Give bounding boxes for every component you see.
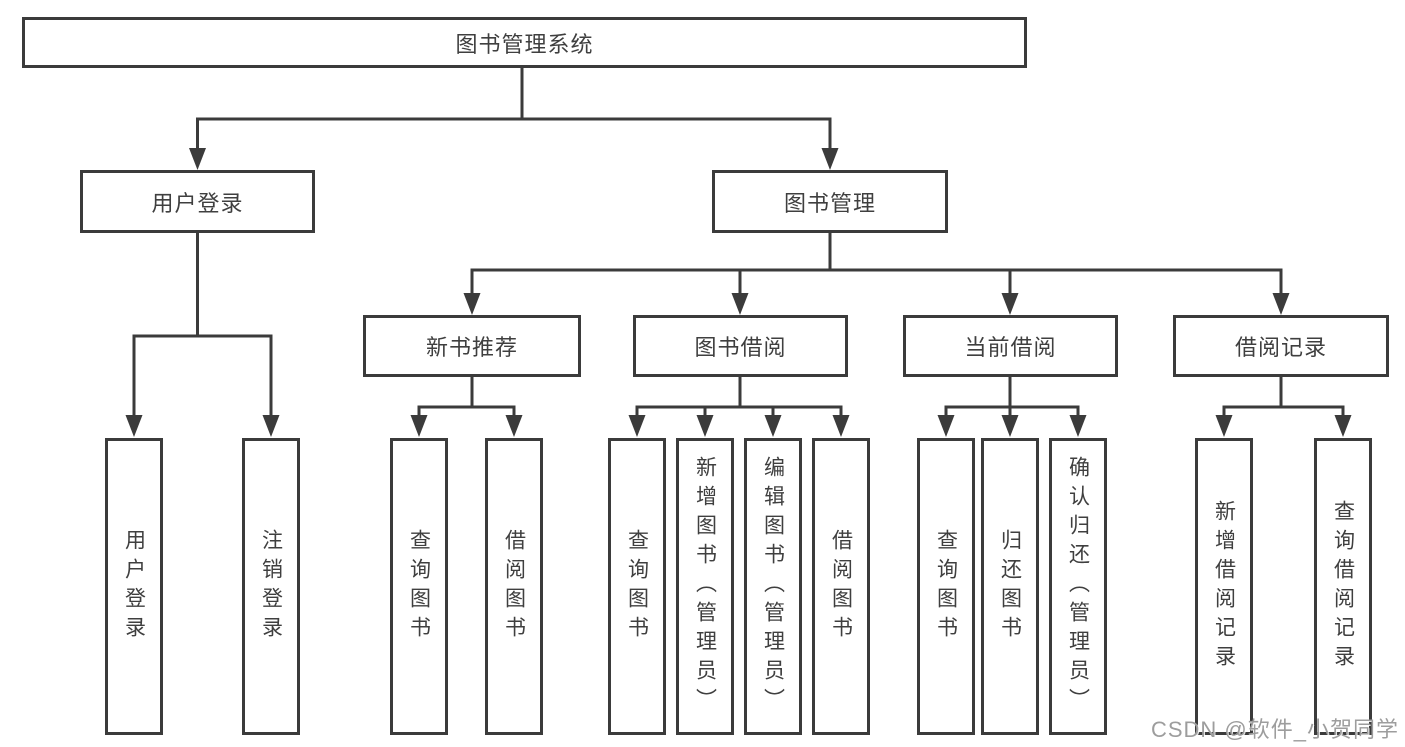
leaf-confirm-return-admin: 确认归还（管理员） <box>1049 438 1107 735</box>
leaf-borrow-books-recommend: 借阅图书 <box>485 438 543 735</box>
node-book-borrow: 图书借阅 <box>633 315 848 377</box>
leaf-query-borrow-record-label: 查询借阅记录 <box>1331 499 1355 674</box>
node-root: 图书管理系统 <box>22 17 1027 68</box>
node-book-management: 图书管理 <box>712 170 948 233</box>
node-new-book-recommend: 新书推荐 <box>363 315 581 377</box>
leaf-return-book-label: 归还图书 <box>998 528 1022 645</box>
leaf-user-login-label: 用户登录 <box>122 528 146 645</box>
leaf-edit-book-admin: 编辑图书（管理员） <box>744 438 802 735</box>
leaf-query-books-recommend: 查询图书 <box>390 438 448 735</box>
leaf-query-books-current-label: 查询图书 <box>934 528 958 645</box>
leaf-query-books-borrow: 查询图书 <box>608 438 666 735</box>
leaf-add-borrow-record-label: 新增借阅记录 <box>1212 499 1236 674</box>
leaf-borrow-books-borrow: 借阅图书 <box>812 438 870 735</box>
leaf-return-book: 归还图书 <box>981 438 1039 735</box>
leaf-confirm-return-admin-label: 确认归还（管理员） <box>1066 456 1090 717</box>
node-user-login: 用户登录 <box>80 170 315 233</box>
node-borrow-records: 借阅记录 <box>1173 315 1389 377</box>
leaf-edit-book-admin-label: 编辑图书（管理员） <box>761 456 785 717</box>
leaf-borrow-books-borrow-label: 借阅图书 <box>829 528 853 645</box>
leaf-query-books-current: 查询图书 <box>917 438 975 735</box>
leaf-query-borrow-record: 查询借阅记录 <box>1314 438 1372 735</box>
arrowheads <box>125 148 1352 437</box>
leaf-query-books-borrow-label: 查询图书 <box>625 528 649 645</box>
leaf-logout: 注销登录 <box>242 438 300 735</box>
leaf-user-login: 用户登录 <box>105 438 163 735</box>
node-current-borrow: 当前借阅 <box>903 315 1118 377</box>
leaf-add-book-admin: 新增图书（管理员） <box>676 438 734 735</box>
leaf-add-borrow-record: 新增借阅记录 <box>1195 438 1253 735</box>
watermark: CSDN @软件_小贺同学 <box>1150 717 1399 742</box>
leaf-query-books-recommend-label: 查询图书 <box>407 528 431 645</box>
leaf-borrow-books-recommend-label: 借阅图书 <box>502 528 526 645</box>
leaf-add-book-admin-label: 新增图书（管理员） <box>693 456 717 717</box>
leaf-logout-label: 注销登录 <box>259 528 283 645</box>
